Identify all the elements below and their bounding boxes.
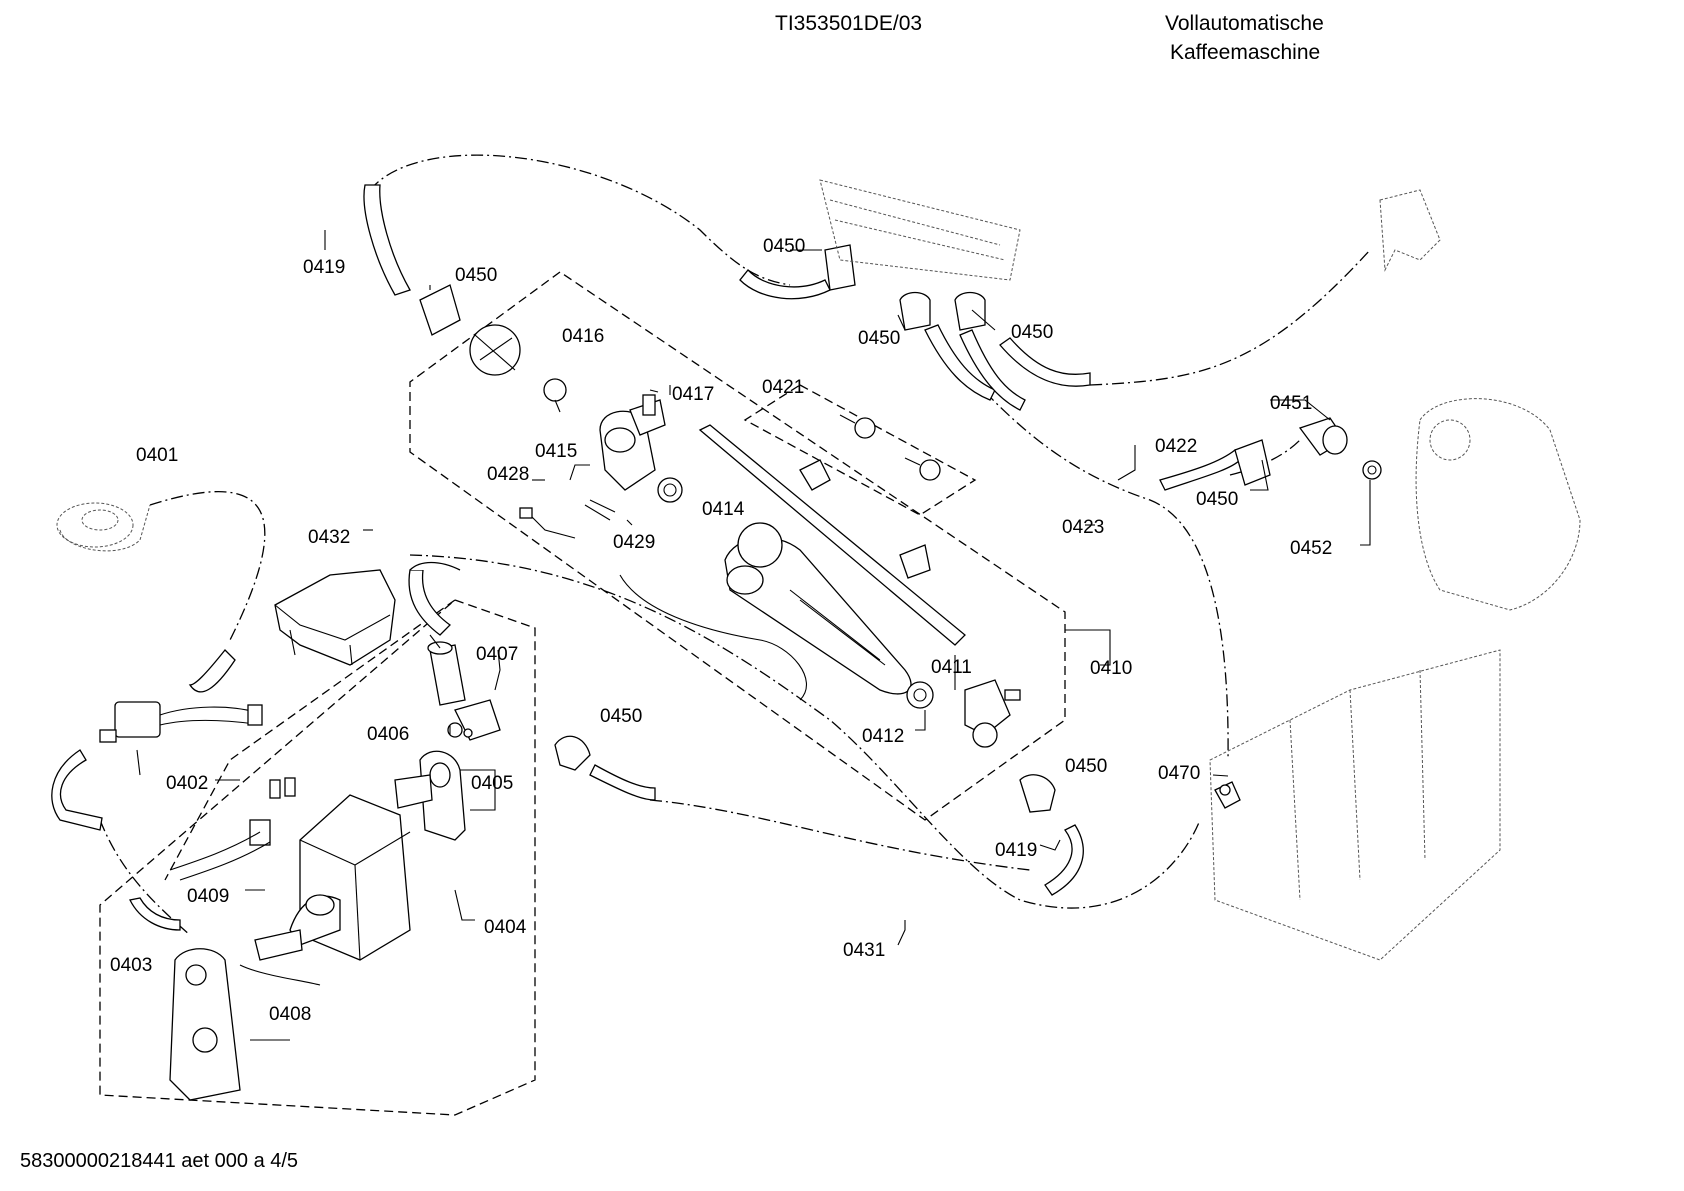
label-0450-c: 0450 xyxy=(858,328,901,349)
part-0450-fitting-b xyxy=(824,244,856,291)
tube-run-0419b xyxy=(649,799,1031,871)
tube-run-left xyxy=(149,491,266,641)
label-0451: 0451 xyxy=(1270,393,1313,414)
hose-middle xyxy=(959,329,1026,411)
part-0412-washer xyxy=(657,477,683,503)
hose-0450-upper xyxy=(739,269,831,300)
part-0429-clip xyxy=(584,499,616,521)
part-0450-fitting-c xyxy=(899,291,931,331)
part-0421-screw-a xyxy=(854,417,876,439)
product-description-line1: Vollautomatische xyxy=(1165,12,1324,35)
model-number: TI353501DE/03 xyxy=(775,12,923,35)
part-0416-screw xyxy=(543,378,567,402)
part-0414-bar xyxy=(698,424,966,646)
hose-0403 xyxy=(129,897,181,931)
bracket-ghost xyxy=(1379,189,1441,272)
frame-0421-group xyxy=(743,384,977,516)
label-0450-b: 0450 xyxy=(763,236,806,257)
label-0405: 0405 xyxy=(471,773,514,794)
label-0450-f: 0450 xyxy=(600,706,643,727)
brew-unit-ghost xyxy=(1415,398,1581,611)
product-description-line2: Kaffeemaschine xyxy=(1170,41,1321,64)
label-0419-bottom: 0419 xyxy=(995,840,1038,861)
tube-run-0451 xyxy=(1229,439,1301,476)
label-0421: 0421 xyxy=(762,377,805,398)
part-0406-fitting xyxy=(454,699,501,741)
part-0402-switch xyxy=(114,701,161,738)
label-0423: 0423 xyxy=(1062,517,1105,538)
label-0419-top: 0419 xyxy=(303,257,346,278)
label-0415: 0415 xyxy=(535,441,578,462)
housing-ghost xyxy=(1209,649,1501,961)
label-0450-g: 0450 xyxy=(1065,756,1108,777)
label-0408: 0408 xyxy=(269,1004,312,1025)
label-0429: 0429 xyxy=(613,532,656,553)
label-0470: 0470 xyxy=(1158,763,1201,784)
part-0411-thermostat xyxy=(964,679,1011,736)
label-0450-a: 0450 xyxy=(455,265,498,286)
frame-0410-group xyxy=(409,271,1066,821)
part-0421-screw-b xyxy=(919,459,941,481)
frame-0404-group xyxy=(99,599,536,1116)
hose-right xyxy=(999,337,1091,387)
label-0431: 0431 xyxy=(843,940,886,961)
label-0406: 0406 xyxy=(367,724,410,745)
label-0401: 0401 xyxy=(136,445,179,466)
part-0412-ring xyxy=(906,681,934,709)
part-0450-fitting-a xyxy=(419,284,461,336)
label-0452: 0452 xyxy=(1290,538,1333,559)
part-0450-fitting-e xyxy=(1234,439,1271,486)
part-0401-inner xyxy=(81,509,119,531)
label-0428: 0428 xyxy=(487,464,530,485)
label-0450-e: 0450 xyxy=(1196,489,1239,510)
label-0409: 0409 xyxy=(187,886,230,907)
label-0414: 0414 xyxy=(702,499,745,520)
hose-0450-bottom xyxy=(1044,824,1084,896)
tube-run-right xyxy=(1089,249,1371,386)
part-0450-fitting-g xyxy=(1019,774,1056,813)
part-0450-fitting-f xyxy=(554,735,591,771)
part-0432-cover xyxy=(274,569,396,666)
label-0416: 0416 xyxy=(562,326,605,347)
part-0452-o-ring xyxy=(1362,460,1382,480)
label-0422: 0422 xyxy=(1155,436,1198,457)
part-0450-fitting-d xyxy=(954,291,986,331)
hose-0432-right xyxy=(408,569,451,636)
label-0417: 0417 xyxy=(672,384,715,405)
tube-run-top xyxy=(369,154,791,286)
hose-upper-0450 xyxy=(409,561,461,571)
part-0408-holder xyxy=(169,948,241,1101)
hose-0419-top xyxy=(363,184,411,296)
label-0432: 0432 xyxy=(308,527,351,548)
hose-0419-bottom xyxy=(589,764,656,801)
document-reference: 5830000021844​1 aet 000 a 4/5 xyxy=(20,1150,299,1172)
label-0407: 0407 xyxy=(476,644,519,665)
label-0410: 0410 xyxy=(1090,658,1133,679)
label-0402: 0402 xyxy=(166,773,209,794)
hose-0432-left xyxy=(188,649,236,693)
frame-0404-inner xyxy=(164,599,456,881)
tube-run-0422 xyxy=(954,359,1229,761)
hose-0402-left xyxy=(51,749,103,831)
part-0401-ring xyxy=(56,502,134,548)
label-0404: 0404 xyxy=(484,917,527,938)
tube-run-0431 xyxy=(409,554,1201,909)
tube-run-left-bottom xyxy=(99,819,191,936)
label-0412: 0412 xyxy=(862,726,905,747)
manifold-top xyxy=(819,179,1021,281)
label-0411: 0411 xyxy=(931,657,972,678)
label-0450-d: 0450 xyxy=(1011,322,1054,343)
label-0403: 0403 xyxy=(110,955,153,976)
